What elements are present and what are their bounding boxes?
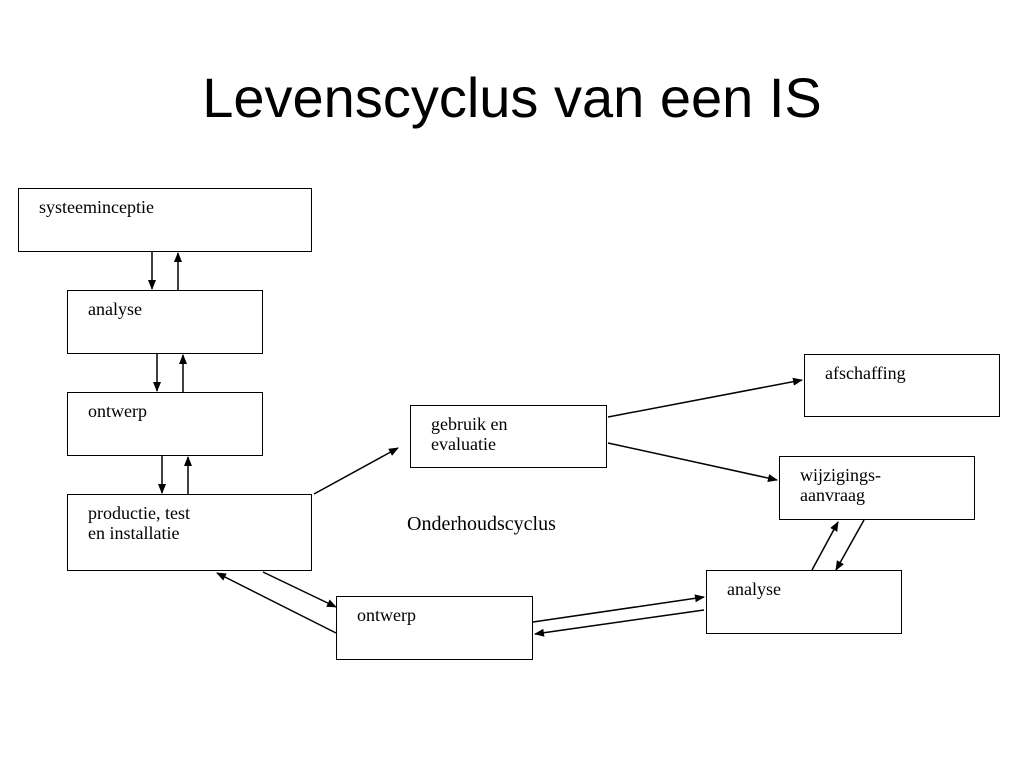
box-gebruik-en-evaluatie: gebruik en evaluatie xyxy=(410,405,607,468)
arrow-wijziging-to-analyse xyxy=(835,519,865,571)
arrow-analyse-to-wijziging xyxy=(811,521,839,571)
box-ontwerp-cycle: ontwerp xyxy=(336,596,533,660)
slide-title: Levenscyclus van een IS xyxy=(202,66,822,129)
box-ontwerp: ontwerp xyxy=(67,392,263,456)
box-wijzigingsaanvraag: wijzigings- aanvraag xyxy=(779,456,975,520)
box-analyse-cycle: analyse xyxy=(706,570,902,634)
arrow-ontwerp-to-analyse-cycle xyxy=(532,594,705,623)
arrow-ontwerp-cycle-to-productie xyxy=(216,572,337,634)
box-productie-test-installatie: productie, test en installatie xyxy=(67,494,312,571)
arrow-gebruik-to-wijziging xyxy=(607,442,778,482)
box-afschaffing: afschaffing xyxy=(804,354,1000,417)
box-analyse: analyse xyxy=(67,290,263,354)
cycle-label: Onderhoudscyclus xyxy=(407,513,556,535)
arrow-productie-to-gebruik xyxy=(313,447,399,495)
arrow-productie-to-ontwerp-cycle xyxy=(262,571,337,608)
box-systeeminceptie: systeeminceptie xyxy=(18,188,312,252)
arrow-gebruik-to-afschaffing xyxy=(607,377,803,418)
arrow-analyse-cycle-to-ontwerp xyxy=(534,609,705,637)
